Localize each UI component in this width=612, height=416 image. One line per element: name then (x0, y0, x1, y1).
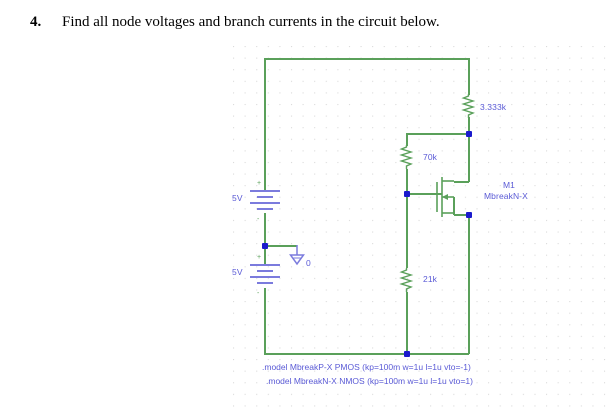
v1-plate-long-2 (250, 202, 280, 204)
resistor-r2-label: 70k (423, 152, 438, 162)
wire-source-to-bottom (468, 214, 470, 354)
voltage-source-v2[interactable] (250, 264, 280, 288)
resistor-r1[interactable] (461, 94, 476, 118)
v1-plate-long-1 (250, 190, 280, 192)
v2-plate-long-2 (250, 276, 280, 278)
question-block: 4. Find all node voltages and branch cur… (0, 0, 612, 46)
resistor-r3[interactable] (399, 268, 414, 292)
wire-nodeA-to-r2 (406, 133, 469, 135)
v2-plate-short-1 (257, 270, 273, 272)
mosfet-model-label: MbreakN-X (484, 191, 528, 201)
node-dot-gate (404, 191, 410, 197)
mosfet-m1[interactable] (434, 172, 460, 222)
circuit-schematic: 3.333k 70k 21k 5V + - 5V + - (230, 42, 612, 416)
voltage-source-v2-label: 5V (232, 267, 243, 277)
wire-nodeA-to-drain (468, 133, 470, 182)
ground-label: 0 (306, 258, 311, 268)
v2-plate-long-1 (250, 264, 280, 266)
node-dot-source (466, 212, 472, 218)
wire-drain-stub (454, 181, 469, 183)
wire-r2-bottom (406, 169, 408, 193)
wire-r3-to-bottom (406, 292, 408, 354)
wire-left-upper (264, 58, 266, 191)
mosfet-refdes-label: M1 (503, 180, 516, 190)
node-dot-bottom (404, 351, 410, 357)
wire-left-mid (264, 213, 266, 246)
v2-plate-short-2 (257, 282, 273, 284)
model-statement-nmos: .model MbreakN-X NMOS (kp=100m w=1u l=1u… (266, 376, 473, 386)
wire-top-rail (264, 58, 469, 60)
resistor-r3-label: 21k (423, 274, 438, 284)
node-dot-ground (262, 243, 268, 249)
wire-right-top (468, 58, 470, 95)
question-number: 4. (30, 14, 42, 30)
v2-minus-sign: - (257, 290, 260, 297)
resistor-r1-label: 3.333k (480, 102, 507, 112)
ground-symbol[interactable] (289, 245, 310, 267)
voltage-source-v1-label: 5V (232, 193, 243, 203)
wire-left-lower (264, 288, 266, 354)
wire-r1-to-nodeA (468, 117, 470, 134)
question-text: Find all node voltages and branch curren… (62, 14, 440, 30)
wire-left-mid2 (264, 245, 266, 265)
v2-plus-sign: + (257, 254, 262, 261)
node-dot-nodeA (466, 131, 472, 137)
v1-plate-short-2 (257, 208, 273, 210)
resistor-r2[interactable] (399, 145, 414, 169)
wire-r2-top (406, 133, 408, 146)
wire-gate-to-r3 (406, 193, 408, 268)
model-statement-pmos: .model MbreakP-X PMOS (kp=100m w=1u l=1u… (262, 362, 471, 372)
wire-source-stub (454, 214, 469, 216)
voltage-source-v1[interactable] (250, 190, 280, 214)
v1-plus-sign: + (257, 180, 262, 187)
wire-gate (406, 193, 442, 195)
wire-ground-stub (264, 245, 297, 247)
wire-bottom-rail (264, 353, 469, 355)
v1-minus-sign: - (257, 216, 260, 223)
wire-bulk-tie (453, 197, 455, 215)
v1-plate-short-1 (257, 196, 273, 198)
